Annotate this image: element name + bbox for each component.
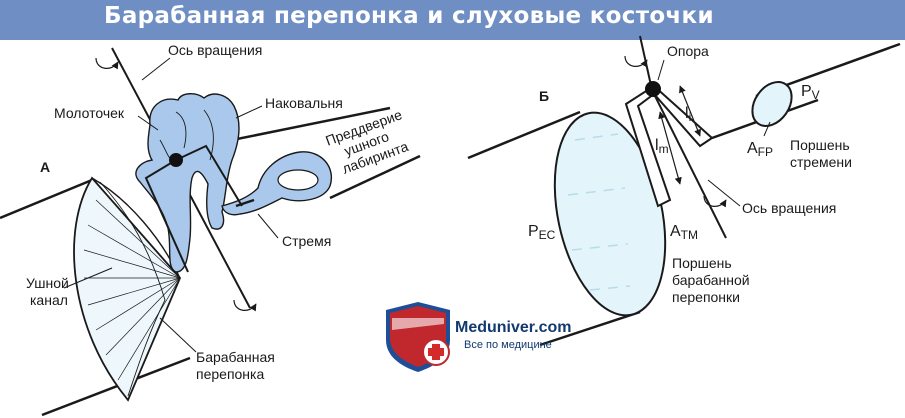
- logo: Meduniver.com Все по медицине: [386, 302, 571, 372]
- leader-incus: [235, 105, 263, 119]
- logo-tagline: Все по медицине: [464, 339, 552, 351]
- canal-bottom-wall-b: [539, 310, 641, 347]
- leader-eardrum: [159, 317, 197, 353]
- label-pv-main: P: [801, 83, 812, 100]
- label-fulcrum: Опора: [667, 43, 709, 59]
- label-rotation-axis-b: Ось вращения: [742, 200, 836, 216]
- leader-fulcrum: [657, 59, 665, 81]
- label-li-main: l: [685, 105, 689, 122]
- vestibule-bottom-wall: [329, 154, 421, 200]
- label-eardrum-line2: перепонка: [196, 366, 264, 382]
- panel-a: А Ось вращения Молоточек Наковальня Пред…: [0, 42, 421, 417]
- label-li: li: [685, 105, 691, 124]
- logo-name: Meduniver.com: [455, 319, 571, 336]
- leader-afp: [763, 121, 771, 137]
- label-eardrum-line1: Барабанная: [196, 349, 275, 365]
- label-lm-sub: m: [659, 142, 669, 156]
- panel-a-letter: А: [40, 159, 50, 175]
- label-ear-canal-line1: Ушной: [26, 275, 69, 291]
- label-afp: AFP: [747, 140, 773, 159]
- label-lm: lm: [655, 137, 669, 156]
- page-title: Барабанная перепонка и слуховые косточки: [104, 3, 714, 29]
- label-pv: PV: [801, 83, 820, 102]
- label-tm-piston-line1: Поршень: [672, 255, 732, 271]
- label-afp-sub: FP: [758, 145, 773, 159]
- rotation-arrow-bottom-a: [233, 299, 257, 312]
- eardrum-cone: [73, 176, 182, 402]
- ear-canal-top-wall: [0, 178, 93, 220]
- stapes-link: [235, 198, 255, 208]
- leader-ear-canal: [63, 267, 113, 289]
- tympanic-piston: [553, 111, 667, 317]
- leader-rotation-axis-a: [141, 57, 171, 81]
- label-incus: Наковальня: [265, 95, 343, 111]
- label-a-tm-main: A: [670, 223, 681, 240]
- lever-arm-lm: [658, 111, 682, 185]
- label-li-sub: i: [689, 110, 692, 124]
- label-malleus: Молоточек: [54, 105, 125, 121]
- lever-arm-li: [679, 85, 701, 137]
- label-p-ec-sub: EC: [539, 228, 556, 242]
- leader-malleus: [137, 115, 159, 131]
- ossicles: [135, 93, 333, 273]
- canal-top-wall-b: [467, 110, 581, 160]
- leader-stapes: [257, 213, 279, 239]
- label-a-tm: ATM: [670, 223, 698, 242]
- stapes-piston: [751, 81, 793, 127]
- rotation-arrow-top-b: [624, 55, 648, 68]
- label-tm-piston-line3: перепонки: [672, 289, 740, 305]
- label-ear-canal-line2: канал: [30, 292, 68, 308]
- malleus-lever: [144, 159, 189, 273]
- logo-cross-horizontal: [428, 348, 444, 356]
- piston-texture: [567, 133, 631, 291]
- fulcrum-point: [645, 81, 661, 97]
- title-bar: Барабанная перепонка и слуховые косточки: [0, 0, 905, 40]
- label-a-tm-sub: TM: [681, 228, 698, 242]
- stapes-shape: [221, 151, 333, 216]
- label-stapes-piston-line2: стремени: [790, 154, 852, 170]
- vestibule-top-wall: [231, 106, 391, 142]
- label-afp-main: A: [747, 140, 758, 157]
- panel-b: Б Опора PEC ATM lm li PV AFP Поршень стр…: [467, 35, 901, 347]
- rotation-arrow-bottom-b: [703, 195, 727, 208]
- label-lm-main: l: [655, 137, 659, 154]
- leader-rotation-axis-b: [707, 179, 741, 207]
- label-pv-sub: V: [812, 88, 820, 102]
- panel-b-letter: Б: [539, 88, 549, 104]
- label-stapes: Стремя: [282, 233, 331, 249]
- label-p-ec-main: P: [528, 223, 539, 240]
- rotation-arrow-top-a: [95, 57, 119, 70]
- label-stapes-piston-line1: Поршень: [790, 137, 850, 153]
- incus-lever: [175, 144, 243, 207]
- ear-canal-bottom-wall: [41, 356, 191, 417]
- label-tm-piston-line2: барабанной: [672, 272, 750, 288]
- label-p-ec: PEC: [528, 223, 556, 242]
- stapes-opening: [277, 169, 319, 191]
- label-vestibule: Преддверие ушного лабиринта: [323, 106, 410, 177]
- pivot-point-a: [169, 153, 183, 167]
- label-rotation-axis-a: Ось вращения: [168, 42, 262, 58]
